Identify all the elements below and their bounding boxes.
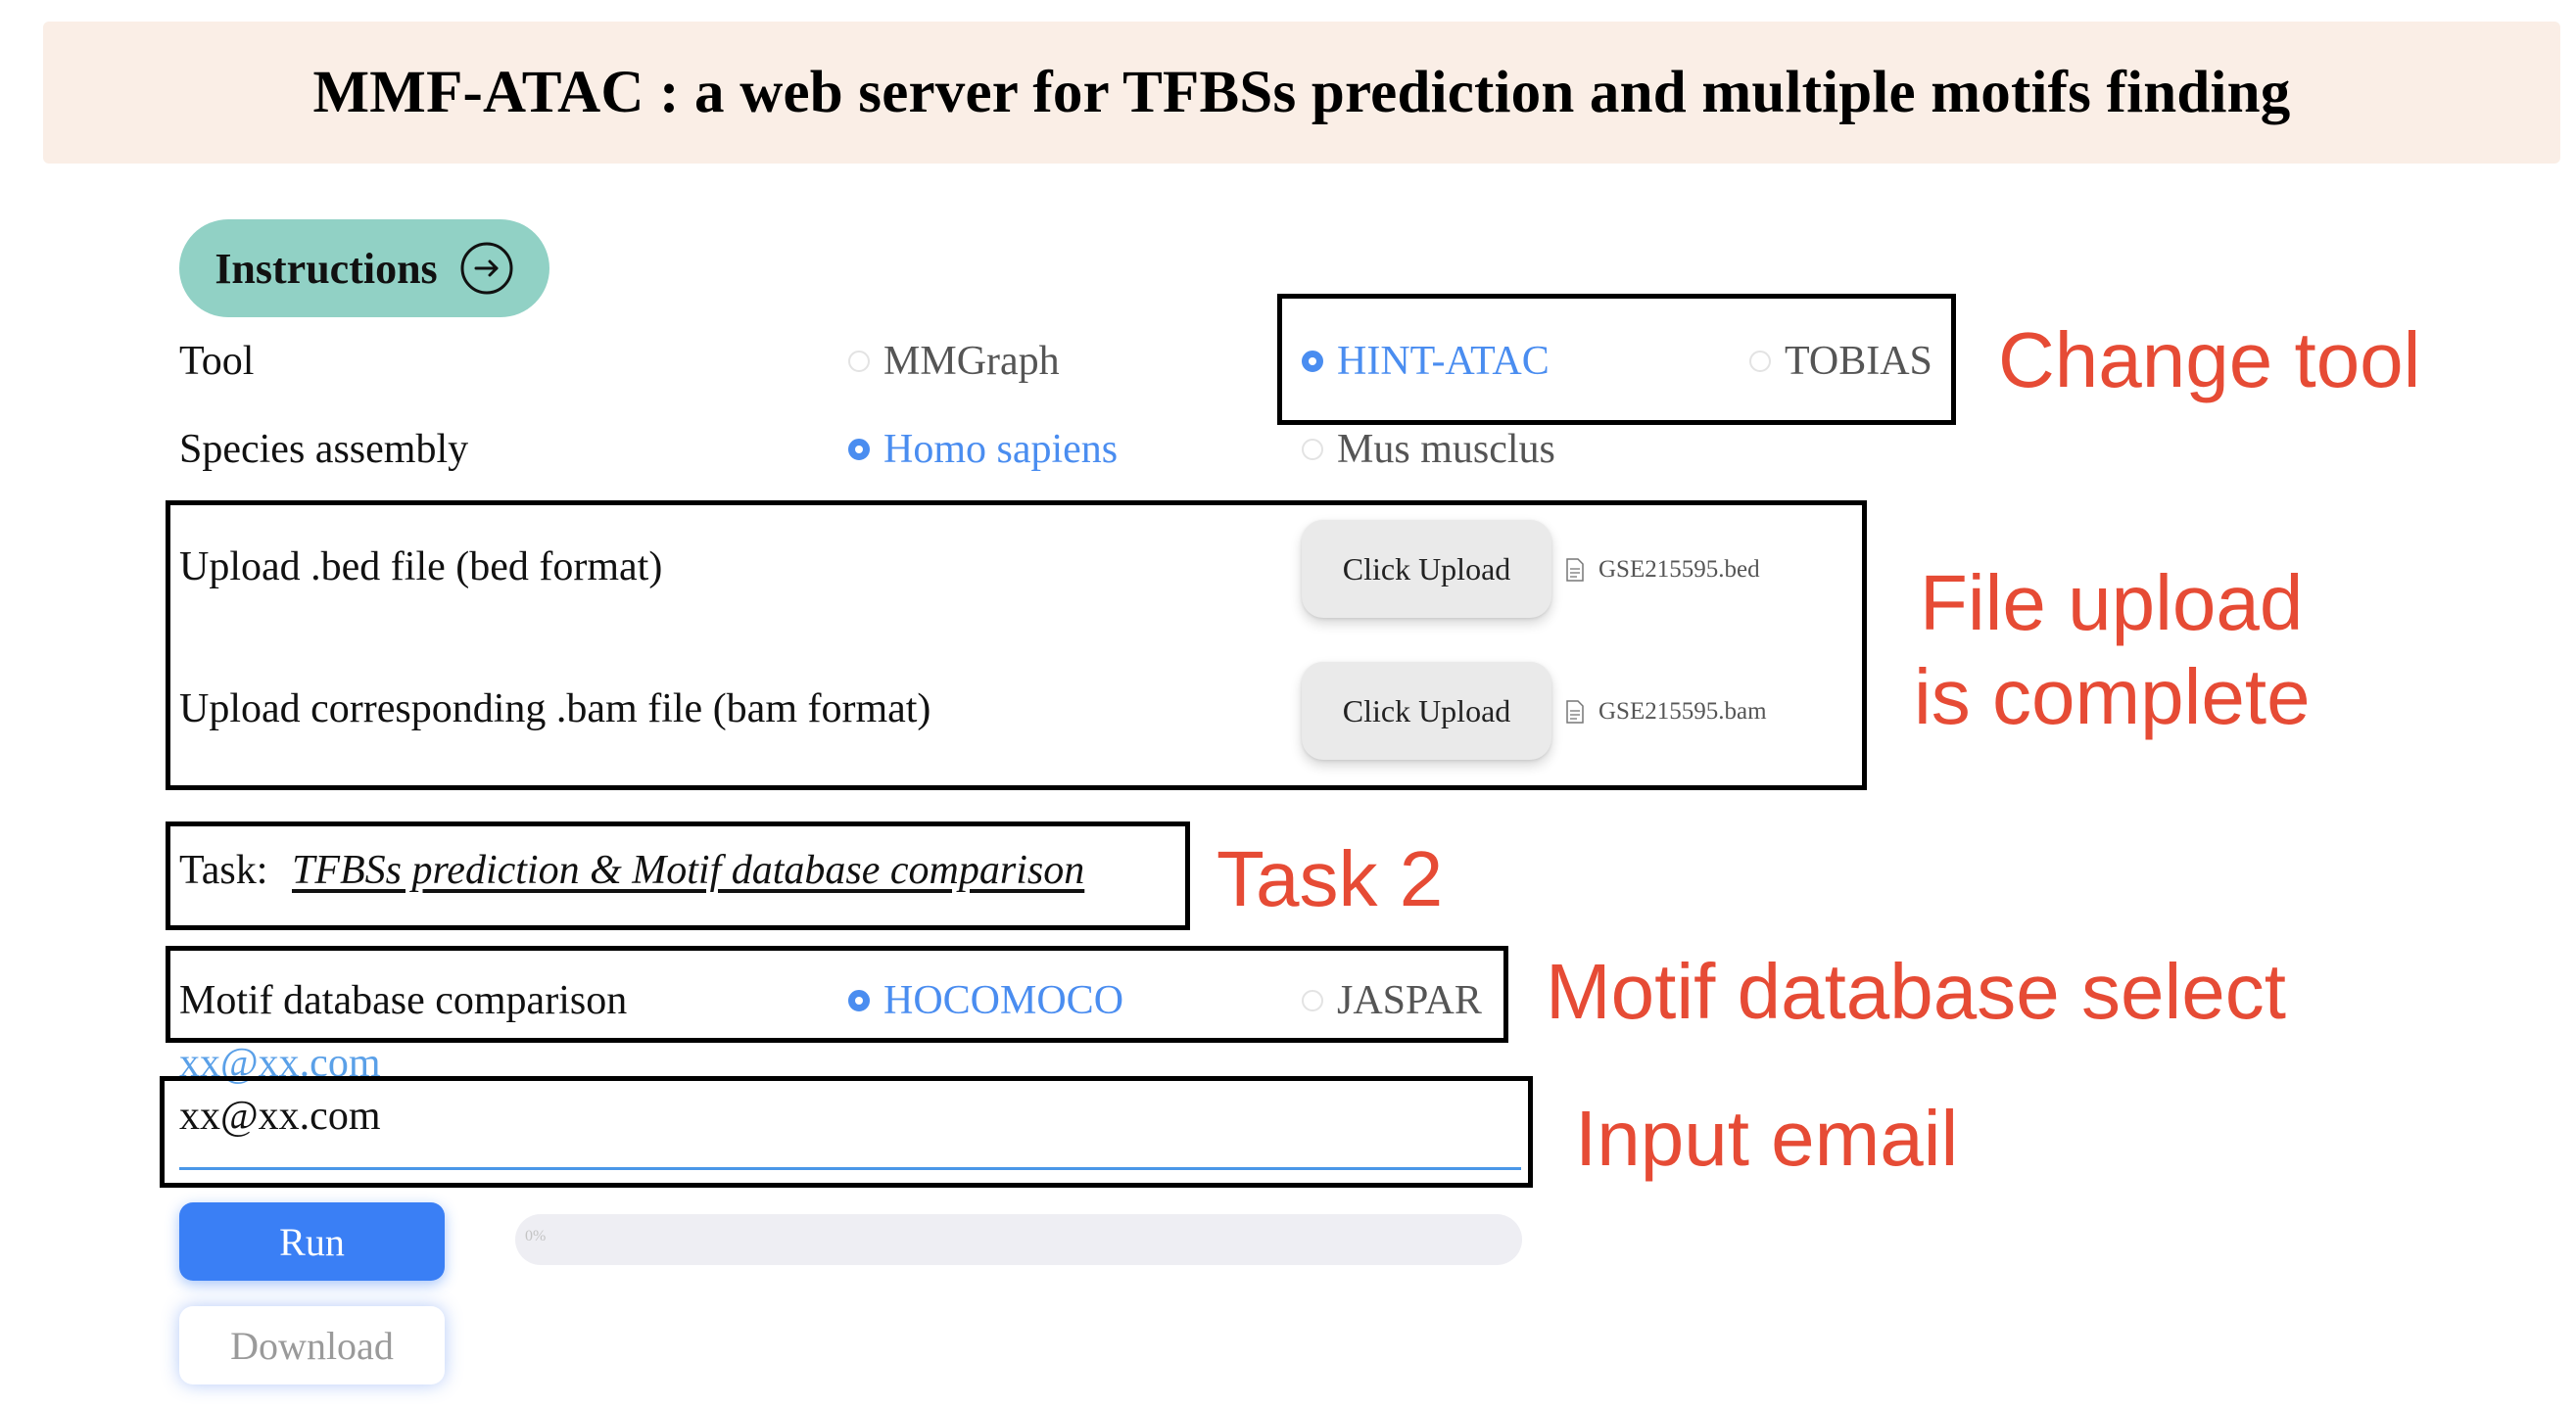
bam-file-entry[interactable]: GSE215595.bam [1565, 698, 1767, 726]
header-banner: MMF-ATAC : a web server for TFBSs predic… [43, 22, 2560, 164]
tool-label: Tool [179, 339, 255, 384]
email-highlight-box [160, 1076, 1533, 1188]
radio-icon [1302, 439, 1323, 460]
radio-selected-icon [848, 439, 870, 460]
instructions-button[interactable]: Instructions [179, 219, 549, 317]
annotation-file-upload-line2: is complete [1914, 653, 2311, 740]
bed-upload-button[interactable]: Click Upload [1302, 520, 1551, 618]
bed-file-entry[interactable]: GSE215595.bed [1565, 556, 1760, 584]
tool-option-mmgraph[interactable]: MMGraph [848, 338, 1060, 385]
change-tool-highlight-box [1277, 294, 1956, 425]
task-label: Task: [179, 848, 268, 893]
tool-option-label: HINT-ATAC [1337, 339, 1550, 384]
radio-icon [1302, 990, 1323, 1011]
tool-option-label: TOBIAS [1785, 339, 1932, 384]
annotation-input-email: Input email [1575, 1095, 1959, 1182]
document-icon [1566, 700, 1584, 724]
annotation-motif-select: Motif database select [1546, 948, 2286, 1035]
bed-filename: GSE215595.bed [1598, 556, 1760, 583]
task-highlight-box [166, 821, 1190, 930]
species-option-label: Mus musclus [1337, 427, 1555, 472]
motif-option-label: HOCOMOCO [883, 978, 1124, 1023]
bed-upload-label: Upload .bed file (bed format) [179, 544, 663, 589]
document-icon [1566, 558, 1584, 582]
species-option-homo-sapiens[interactable]: Homo sapiens [848, 426, 1118, 473]
radio-icon [848, 351, 870, 372]
motif-option-hocomoco[interactable]: HOCOMOCO [848, 977, 1123, 1024]
run-button[interactable]: Run [179, 1202, 445, 1281]
task-link[interactable]: TFBSs prediction & Motif database compar… [292, 847, 1084, 894]
radio-icon [1749, 351, 1771, 372]
tool-option-label: MMGraph [883, 339, 1060, 384]
tool-option-hint-atac[interactable]: HINT-ATAC [1302, 338, 1550, 385]
annotation-task2: Task 2 [1216, 835, 1444, 922]
motif-option-jaspar[interactable]: JASPAR [1302, 977, 1482, 1024]
radio-selected-icon [1302, 351, 1323, 372]
instructions-label: Instructions [215, 244, 438, 293]
annotation-change-tool: Change tool [1998, 316, 2421, 403]
email-underline [179, 1167, 1521, 1170]
species-option-label: Homo sapiens [883, 427, 1119, 472]
bam-filename: GSE215595.bam [1598, 698, 1767, 725]
page-title: MMF-ATAC : a web server for TFBSs predic… [312, 59, 2291, 125]
email-input[interactable] [179, 1091, 1521, 1142]
bam-upload-label: Upload corresponding .bam file (bam form… [179, 686, 931, 731]
bam-upload-button[interactable]: Click Upload [1302, 662, 1551, 760]
file-upload-highlight-box [166, 500, 1867, 790]
progress-text: 0% [525, 1228, 547, 1244]
motif-db-label: Motif database comparison [179, 978, 628, 1023]
motif-db-highlight-box [166, 946, 1508, 1043]
radio-selected-icon [848, 990, 870, 1011]
arrow-right-circle-icon [460, 242, 513, 295]
progress-bar [515, 1214, 1522, 1265]
species-label: Species assembly [179, 427, 469, 472]
task-value: TFBSs prediction & Motif database compar… [292, 848, 1085, 893]
tool-option-tobias[interactable]: TOBIAS [1749, 338, 1932, 385]
annotation-file-upload-line1: File upload [1920, 559, 2304, 646]
download-button[interactable]: Download [179, 1306, 445, 1385]
motif-option-label: JASPAR [1337, 978, 1482, 1023]
species-option-mus-musclus[interactable]: Mus musclus [1302, 426, 1555, 473]
